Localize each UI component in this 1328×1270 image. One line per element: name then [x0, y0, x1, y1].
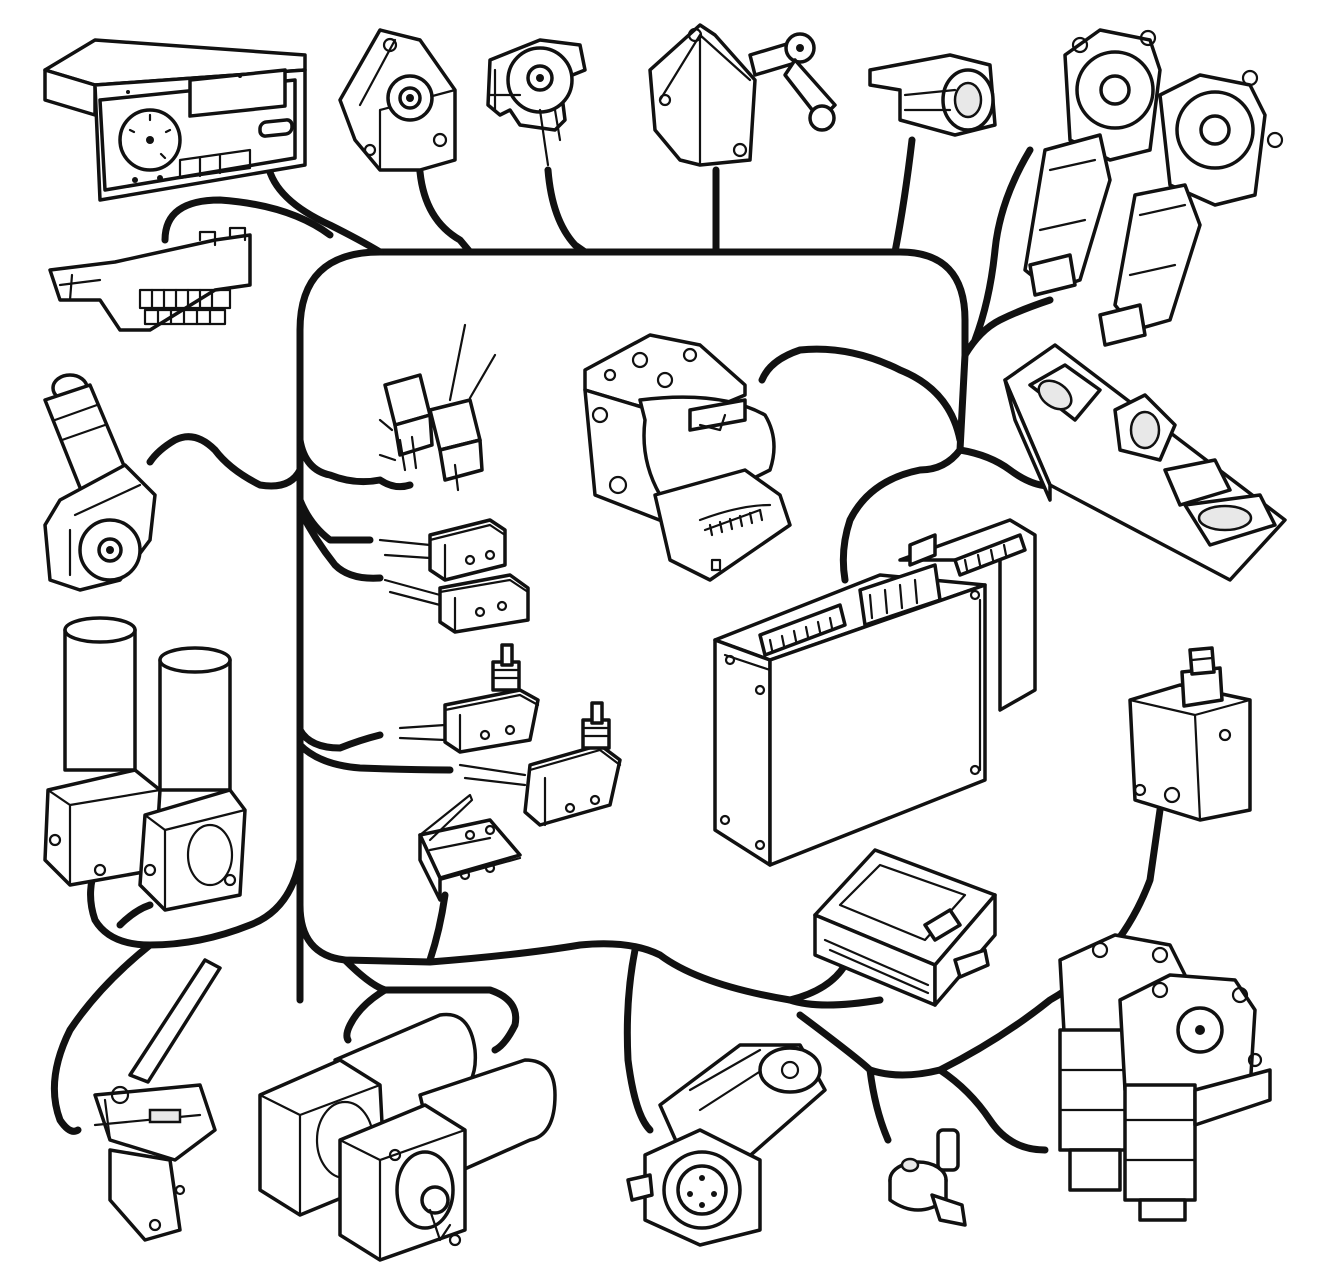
microswitch-icon — [378, 323, 497, 492]
microswitch-icon — [418, 793, 522, 902]
rotary-sensor-icon — [338, 28, 457, 172]
lever-switch-icon — [93, 958, 222, 1242]
switch-panel-icon — [1003, 343, 1287, 582]
obd-connector-icon — [48, 226, 252, 332]
module-box-icon — [813, 848, 997, 1007]
actuator-motor-icon — [1058, 933, 1272, 1222]
plug-socket-icon — [868, 53, 997, 137]
ecu-box-icon — [713, 518, 1037, 867]
gear-motor-icon — [43, 373, 157, 592]
instrument-cluster-icon — [43, 38, 307, 202]
plunger-switch-icon — [398, 643, 622, 827]
rotary-sensor-icon — [486, 38, 587, 167]
drive-motor-icon — [258, 1012, 557, 1262]
microswitch-icon — [378, 518, 530, 634]
window-motor-icon — [1023, 28, 1284, 347]
pump-motor-icon — [43, 616, 247, 912]
key-switch-icon — [888, 1128, 967, 1227]
harness-wires — [50, 136, 1164, 1154]
abs-modulator-icon — [583, 333, 792, 582]
lever-sensor-icon — [648, 23, 837, 167]
gear-motor-icon — [626, 1043, 827, 1247]
actuator-icon — [1128, 646, 1252, 822]
